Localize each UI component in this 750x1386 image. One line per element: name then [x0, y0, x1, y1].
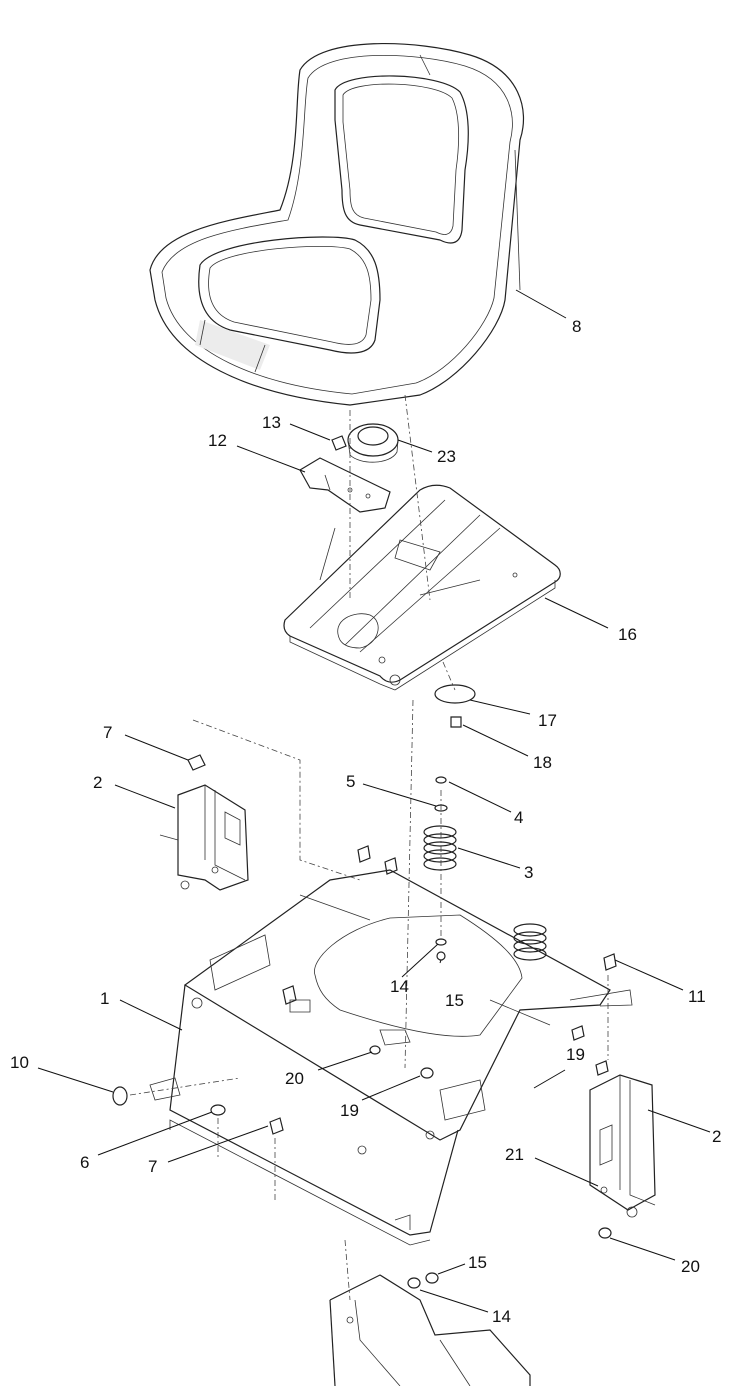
seat-base-part: [149, 869, 633, 1246]
callout-labels: 8 13 23 12 16 17 18 4 5 3 7 2 14 15 11 1…: [10, 317, 721, 1326]
label-14-bottom: 14: [492, 1307, 511, 1326]
seat-plate-part: [283, 484, 561, 691]
label-13: 13: [262, 413, 281, 432]
bolt-18-part: [450, 716, 462, 728]
seat-part: [149, 42, 525, 406]
label-12: 12: [208, 431, 227, 450]
washer-17-part: [434, 684, 476, 704]
spring-3-part: [423, 825, 457, 871]
label-19-right: 19: [566, 1045, 585, 1064]
label-2-right: 2: [712, 1127, 721, 1146]
label-14-middle: 14: [390, 977, 409, 996]
fastener-parts: [112, 754, 617, 1289]
lower-frame-part: [329, 1274, 531, 1386]
label-21: 21: [505, 1145, 524, 1164]
label-6: 6: [80, 1153, 89, 1172]
label-15-bottom: 15: [468, 1253, 487, 1272]
label-7-top: 7: [103, 723, 112, 742]
alignment-lines: [129, 394, 609, 1301]
label-16: 16: [618, 625, 637, 644]
label-23: 23: [437, 447, 456, 466]
bracket-12-part: [299, 457, 391, 513]
label-19-left: 19: [340, 1101, 359, 1120]
bracket-2-left-part: [159, 784, 249, 891]
nut-13-part: [331, 435, 347, 451]
label-3: 3: [524, 863, 533, 882]
label-8: 8: [572, 317, 581, 336]
leader-lines: [37, 289, 711, 1313]
label-7-bottom: 7: [148, 1157, 157, 1176]
label-20-left: 20: [285, 1069, 304, 1088]
label-4: 4: [514, 808, 523, 827]
switch-23-part: [347, 423, 399, 463]
label-18: 18: [533, 753, 552, 772]
bushing-4-part: [435, 776, 447, 784]
label-2-left: 2: [93, 773, 102, 792]
bracket-2-right-part: [589, 1074, 656, 1218]
label-10: 10: [10, 1053, 29, 1072]
label-5: 5: [346, 772, 355, 791]
label-20-right: 20: [681, 1257, 700, 1276]
label-17: 17: [538, 711, 557, 730]
spring-installed-part: [513, 923, 547, 961]
label-1: 1: [100, 989, 109, 1008]
label-11: 11: [688, 987, 706, 1006]
label-15-middle: 15: [445, 991, 464, 1010]
nut-15-part: [436, 951, 446, 961]
